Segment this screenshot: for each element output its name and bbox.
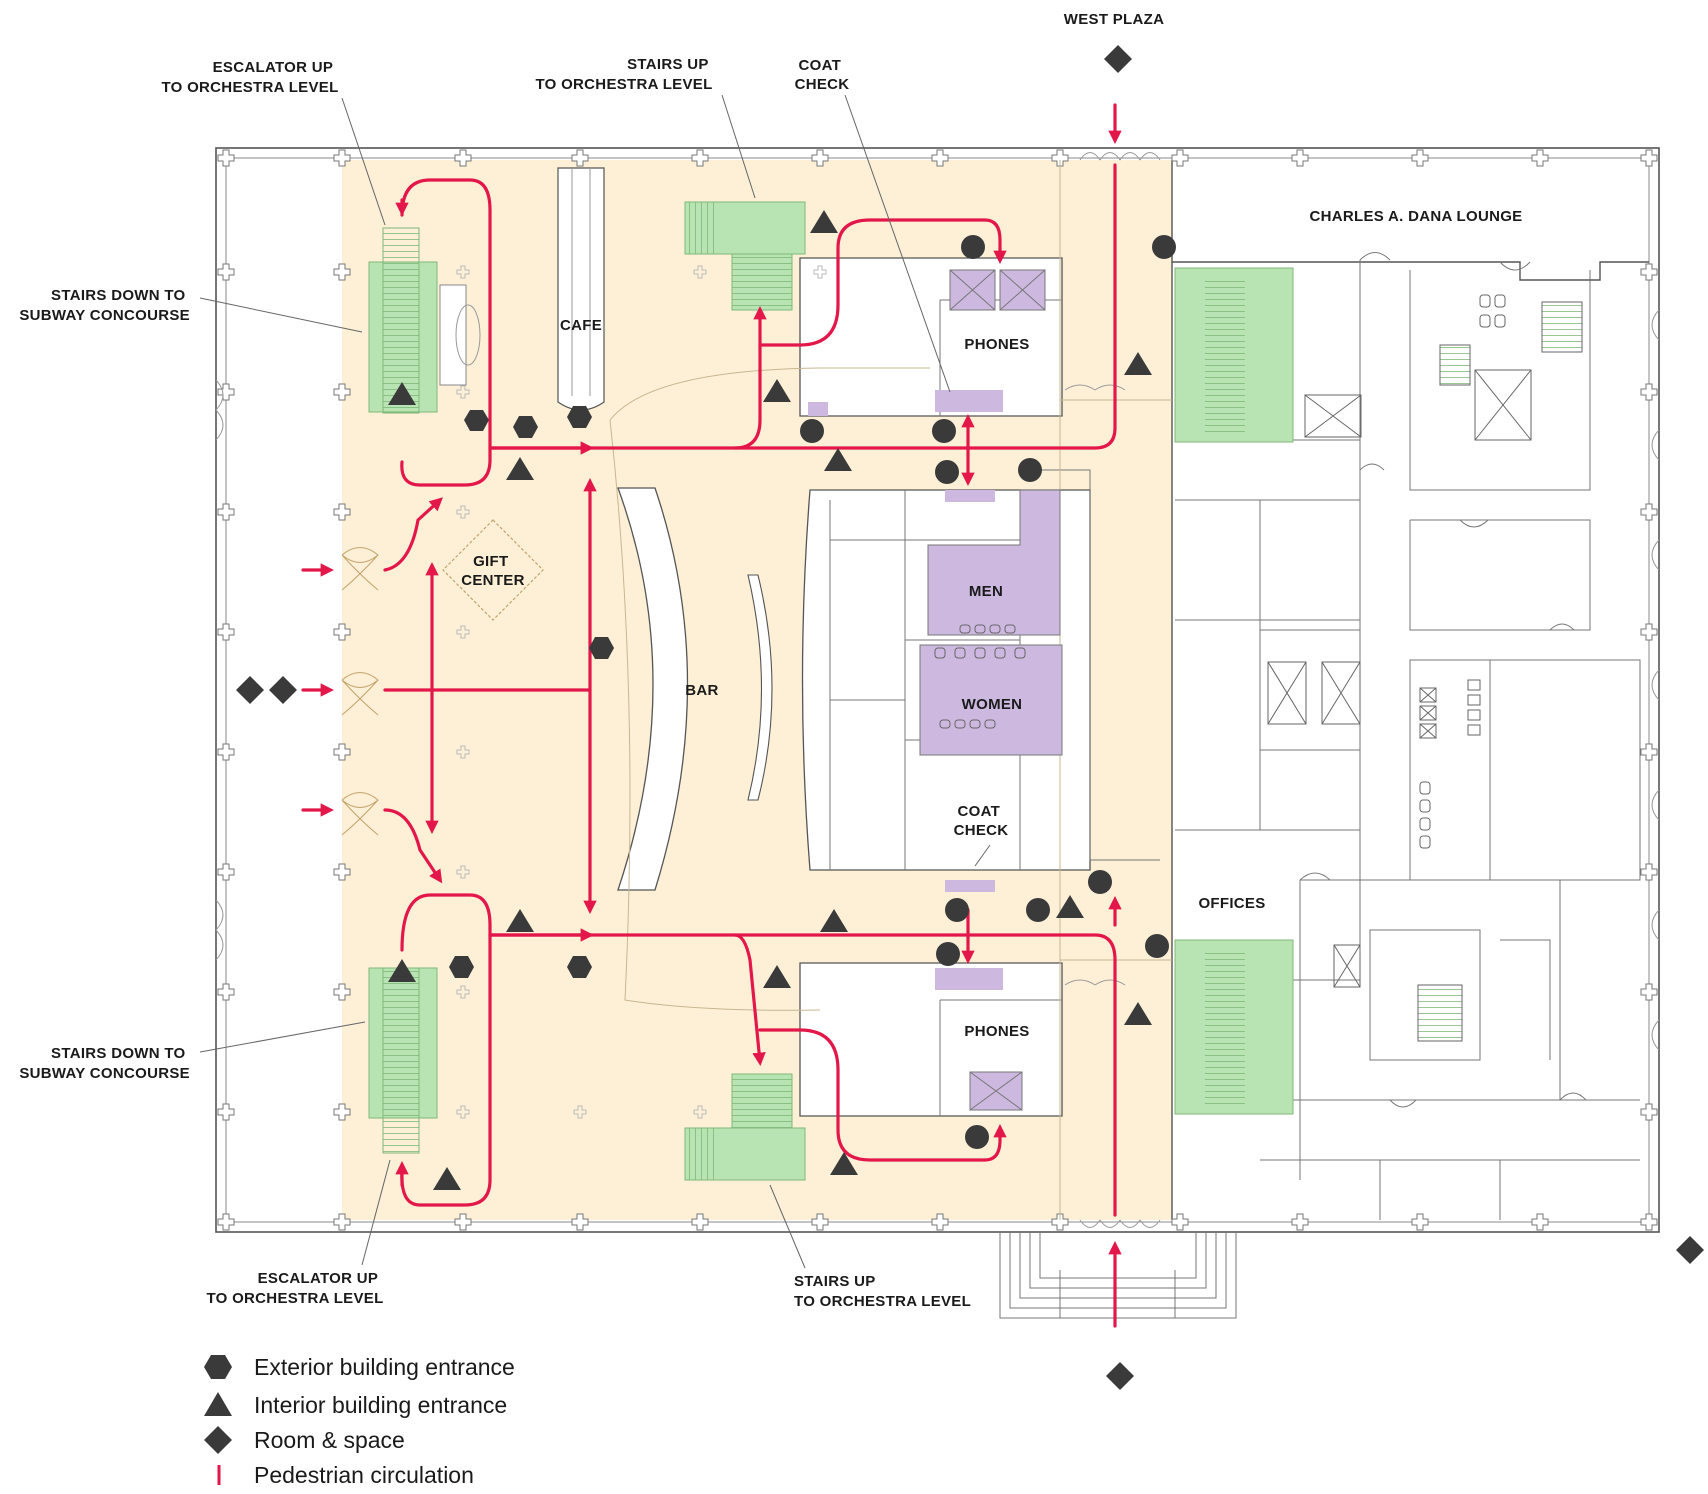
stairs-escalators xyxy=(368,201,1294,1181)
label-dana-lounge: CHARLES A. DANA LOUNGE xyxy=(1310,208,1523,225)
restroom-phone-areas xyxy=(808,269,1063,1111)
label-stairs-up-bottom-line2: TO ORCHESTRA LEVEL xyxy=(794,1293,971,1310)
label-escalator-bottom-line2: TO ORCHESTRA LEVEL xyxy=(206,1290,383,1307)
label-coat-check-top-line2: CHECK xyxy=(795,76,850,93)
label-cafe: CAFE xyxy=(560,317,602,334)
triangle-icon xyxy=(204,1392,232,1416)
label-stairs-down-bottom: STAIRS DOWN TO SUBWAY CONCOURSE xyxy=(19,1045,190,1082)
label-stairs-up-top-line1: STAIRS UP xyxy=(627,56,708,73)
label-phones-top: PHONES xyxy=(964,336,1029,353)
interior-entrance-markers xyxy=(388,210,1152,1190)
legend-label-room: Room & space xyxy=(254,1427,405,1453)
legend-label-exterior: Exterior building entrance xyxy=(254,1354,515,1380)
legend-label-interior: Interior building entrance xyxy=(254,1392,507,1418)
label-coat-check-mid: COAT CHECK xyxy=(954,803,1009,839)
label-stairs-down-top-line1: STAIRS DOWN TO xyxy=(51,287,186,304)
label-stairs-down-top-line2: SUBWAY CONCOURSE xyxy=(19,307,190,324)
label-escalator-top-line1: ESCALATOR UP xyxy=(213,59,333,76)
gift-center xyxy=(442,519,544,621)
perimeter-doors xyxy=(215,152,1660,1228)
label-phones-bottom: PHONES xyxy=(964,1023,1029,1040)
label-gift-center-line1: GIFT xyxy=(473,553,508,570)
offices-region xyxy=(1171,160,1649,1220)
label-stairs-up-top: STAIRS UP TO ORCHESTRA LEVEL xyxy=(535,56,712,93)
entry-steps xyxy=(999,1232,1237,1319)
label-escalator-bottom-line1: ESCALATOR UP xyxy=(258,1270,378,1287)
label-escalator-bottom: ESCALATOR UP TO ORCHESTRA LEVEL xyxy=(206,1270,383,1307)
legend-item-interior: Interior building entrance xyxy=(204,1392,507,1418)
label-stairs-down-bottom-line2: SUBWAY CONCOURSE xyxy=(19,1065,190,1082)
label-coat-check-top-line1: COAT xyxy=(798,57,841,74)
label-stairs-down-bottom-line1: STAIRS DOWN TO xyxy=(51,1045,186,1062)
hexagon-icon xyxy=(204,1355,232,1379)
label-gift-center-line2: CENTER xyxy=(461,572,524,589)
leader-lines xyxy=(199,94,991,1269)
label-escalator-top: ESCALATOR UP TO ORCHESTRA LEVEL xyxy=(161,59,338,96)
map-labels: WEST PLAZA ESCALATOR UP TO ORCHESTRA LEV… xyxy=(19,11,1522,1310)
door-markers xyxy=(800,235,1176,1149)
legend-label-circulation: Pedestrian circulation xyxy=(254,1462,474,1488)
label-west-plaza: WEST PLAZA xyxy=(1064,11,1165,28)
label-offices: OFFICES xyxy=(1198,895,1265,912)
legend: Exterior building entrance Interior buil… xyxy=(204,1354,515,1488)
label-stairs-up-bottom: STAIRS UP TO ORCHESTRA LEVEL xyxy=(794,1273,971,1310)
legend-item-room: Room & space xyxy=(204,1426,405,1454)
label-men: MEN xyxy=(969,583,1003,600)
label-stairs-down-top: STAIRS DOWN TO SUBWAY CONCOURSE xyxy=(19,287,190,324)
label-stairs-up-bottom-line1: STAIRS UP xyxy=(794,1273,875,1290)
pedestrian-circulation xyxy=(301,103,1122,1328)
diamond-icon xyxy=(204,1426,232,1454)
room-space-markers xyxy=(236,45,1704,1390)
label-escalator-top-line2: TO ORCHESTRA LEVEL xyxy=(161,79,338,96)
label-coat-check-mid-line2: CHECK xyxy=(954,822,1009,839)
label-coat-check-mid-line1: COAT xyxy=(957,803,1000,820)
legend-item-exterior: Exterior building entrance xyxy=(204,1354,515,1380)
label-bar: BAR xyxy=(685,682,718,699)
label-stairs-up-top-line2: TO ORCHESTRA LEVEL xyxy=(535,76,712,93)
cafe-counter xyxy=(557,167,605,411)
label-coat-check-top: COAT CHECK xyxy=(795,57,850,93)
label-gift-center: GIFT CENTER xyxy=(461,553,524,589)
exterior-entrance-markers xyxy=(449,406,614,978)
legend-item-circulation: Pedestrian circulation xyxy=(217,1462,474,1488)
label-women: WOMEN xyxy=(962,696,1023,713)
